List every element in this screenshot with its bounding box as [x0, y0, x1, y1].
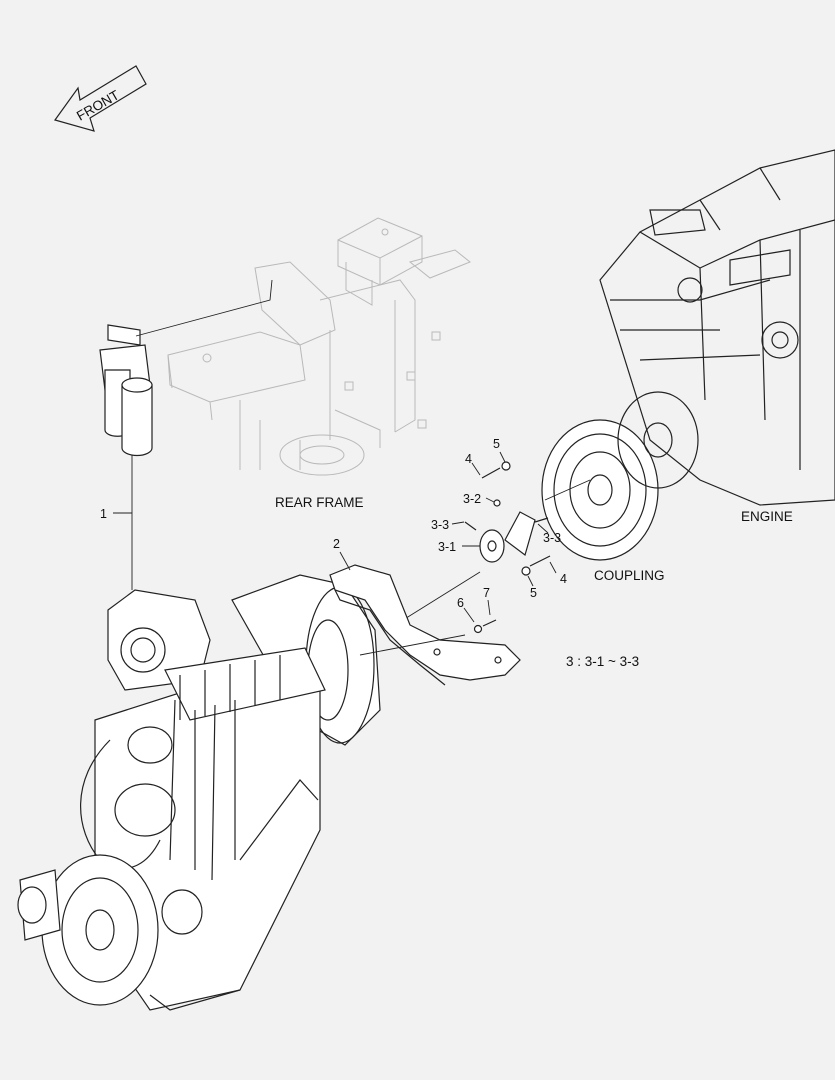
rear-frame-drawing [167, 217, 471, 476]
engine-drawing [541, 149, 835, 561]
coupling-label: COUPLING [594, 568, 665, 583]
callout-2: 2 [333, 537, 340, 551]
bracket-drawing [329, 564, 521, 686]
front-label: FRONT [74, 87, 122, 123]
callout-3-1: 3-1 [438, 540, 456, 554]
transmission-drawing [17, 574, 381, 1011]
callout-4-top: 4 [465, 452, 472, 466]
coupling-parts-drawing [394, 461, 591, 626]
callout-7: 7 [483, 586, 490, 600]
rear-frame-label: REAR FRAME [275, 495, 364, 510]
callout-3-3-right: 3-3 [543, 531, 561, 545]
callout-4-bottom: 4 [560, 572, 567, 586]
callout-5-top: 5 [493, 437, 500, 451]
callout-1: 1 [100, 507, 107, 521]
assembly-note: 3 : 3-1 ~ 3-3 [566, 654, 639, 669]
callout-3-3-left: 3-3 [431, 518, 449, 532]
bolt-6-7-drawing [359, 619, 497, 656]
filter-assembly-drawing [99, 279, 273, 457]
front-direction-arrow-icon: FRONT [54, 65, 147, 132]
callout-3-2: 3-2 [463, 492, 481, 506]
engine-label: ENGINE [741, 509, 793, 524]
callout-6: 6 [457, 596, 464, 610]
callout-5-bottom: 5 [530, 586, 537, 600]
callout-leaders [113, 451, 557, 623]
